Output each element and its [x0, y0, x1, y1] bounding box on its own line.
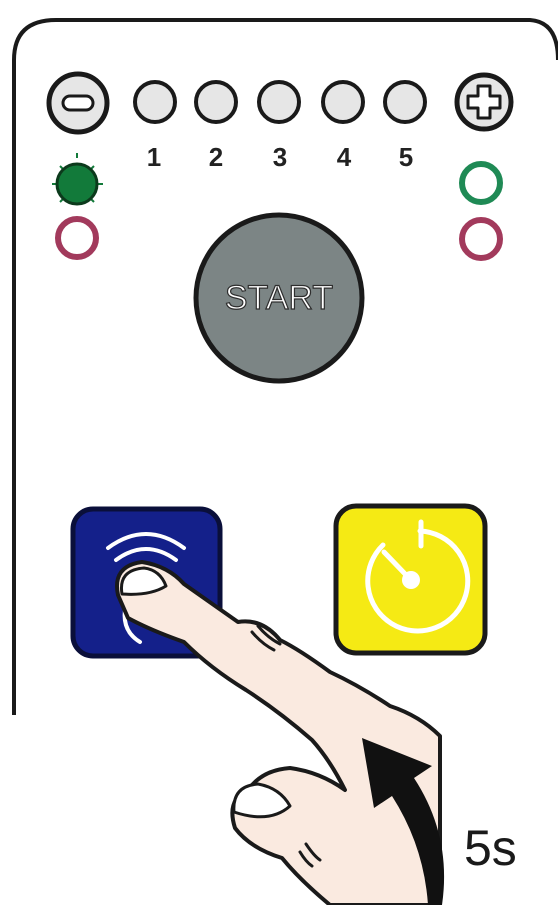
level-5-label: 5: [399, 142, 413, 172]
level-1-indicator: [135, 82, 175, 122]
minus-icon: [63, 96, 93, 110]
level-1-label: 1: [147, 142, 161, 172]
right-red-led: [462, 220, 500, 258]
level-3-label: 3: [273, 142, 287, 172]
duration-label: 5s: [464, 820, 517, 876]
right-green-led: [462, 164, 500, 202]
left-green-led-on: [52, 153, 103, 204]
plus-button[interactable]: [457, 75, 511, 129]
left-red-led: [58, 219, 96, 257]
level-2-indicator: [196, 82, 236, 122]
level-4-indicator: [323, 82, 363, 122]
level-5-indicator: [385, 82, 425, 122]
level-2-label: 2: [209, 142, 223, 172]
start-button[interactable]: START: [196, 215, 362, 381]
level-4-label: 4: [337, 142, 352, 172]
level-3-indicator: [259, 82, 299, 122]
timer-button[interactable]: [336, 506, 485, 653]
minus-button[interactable]: [49, 74, 107, 132]
start-label: START: [225, 279, 333, 317]
